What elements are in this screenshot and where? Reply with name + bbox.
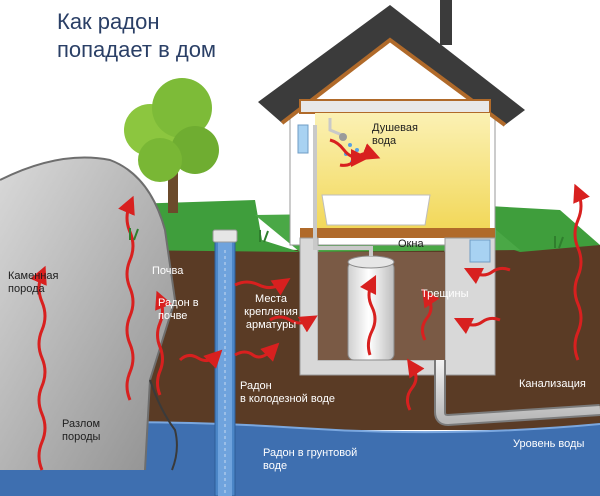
label-cracks: Трещины bbox=[421, 288, 469, 300]
grass-tufts bbox=[129, 228, 564, 249]
label-windows: Окна bbox=[398, 238, 424, 250]
label-radon-in-soil: Радон в почве bbox=[158, 297, 199, 322]
sewer-pipe bbox=[434, 360, 600, 427]
label-water-level: Уровень воды bbox=[513, 438, 585, 450]
label-radon-groundwater: Радон в грунтовой воде bbox=[263, 447, 358, 472]
label-bedrock: Каменная порода bbox=[8, 270, 59, 295]
label-shower-water: Душевая вода bbox=[372, 122, 418, 147]
page-title: Как радон попадает в дом bbox=[57, 9, 217, 62]
radon-arrows bbox=[30, 138, 590, 471]
house-illustration bbox=[258, 0, 525, 376]
label-soil: Почва bbox=[152, 265, 184, 277]
label-rebar-points: Места крепления арматуры bbox=[244, 293, 298, 331]
label-sewer: Канализация bbox=[519, 378, 586, 390]
label-rock-fault: Разлом породы bbox=[62, 418, 101, 443]
label-radon-well-water: Радон в колодезной воде bbox=[240, 380, 335, 405]
well-pipe bbox=[212, 229, 238, 496]
tree-illustration bbox=[124, 78, 219, 213]
